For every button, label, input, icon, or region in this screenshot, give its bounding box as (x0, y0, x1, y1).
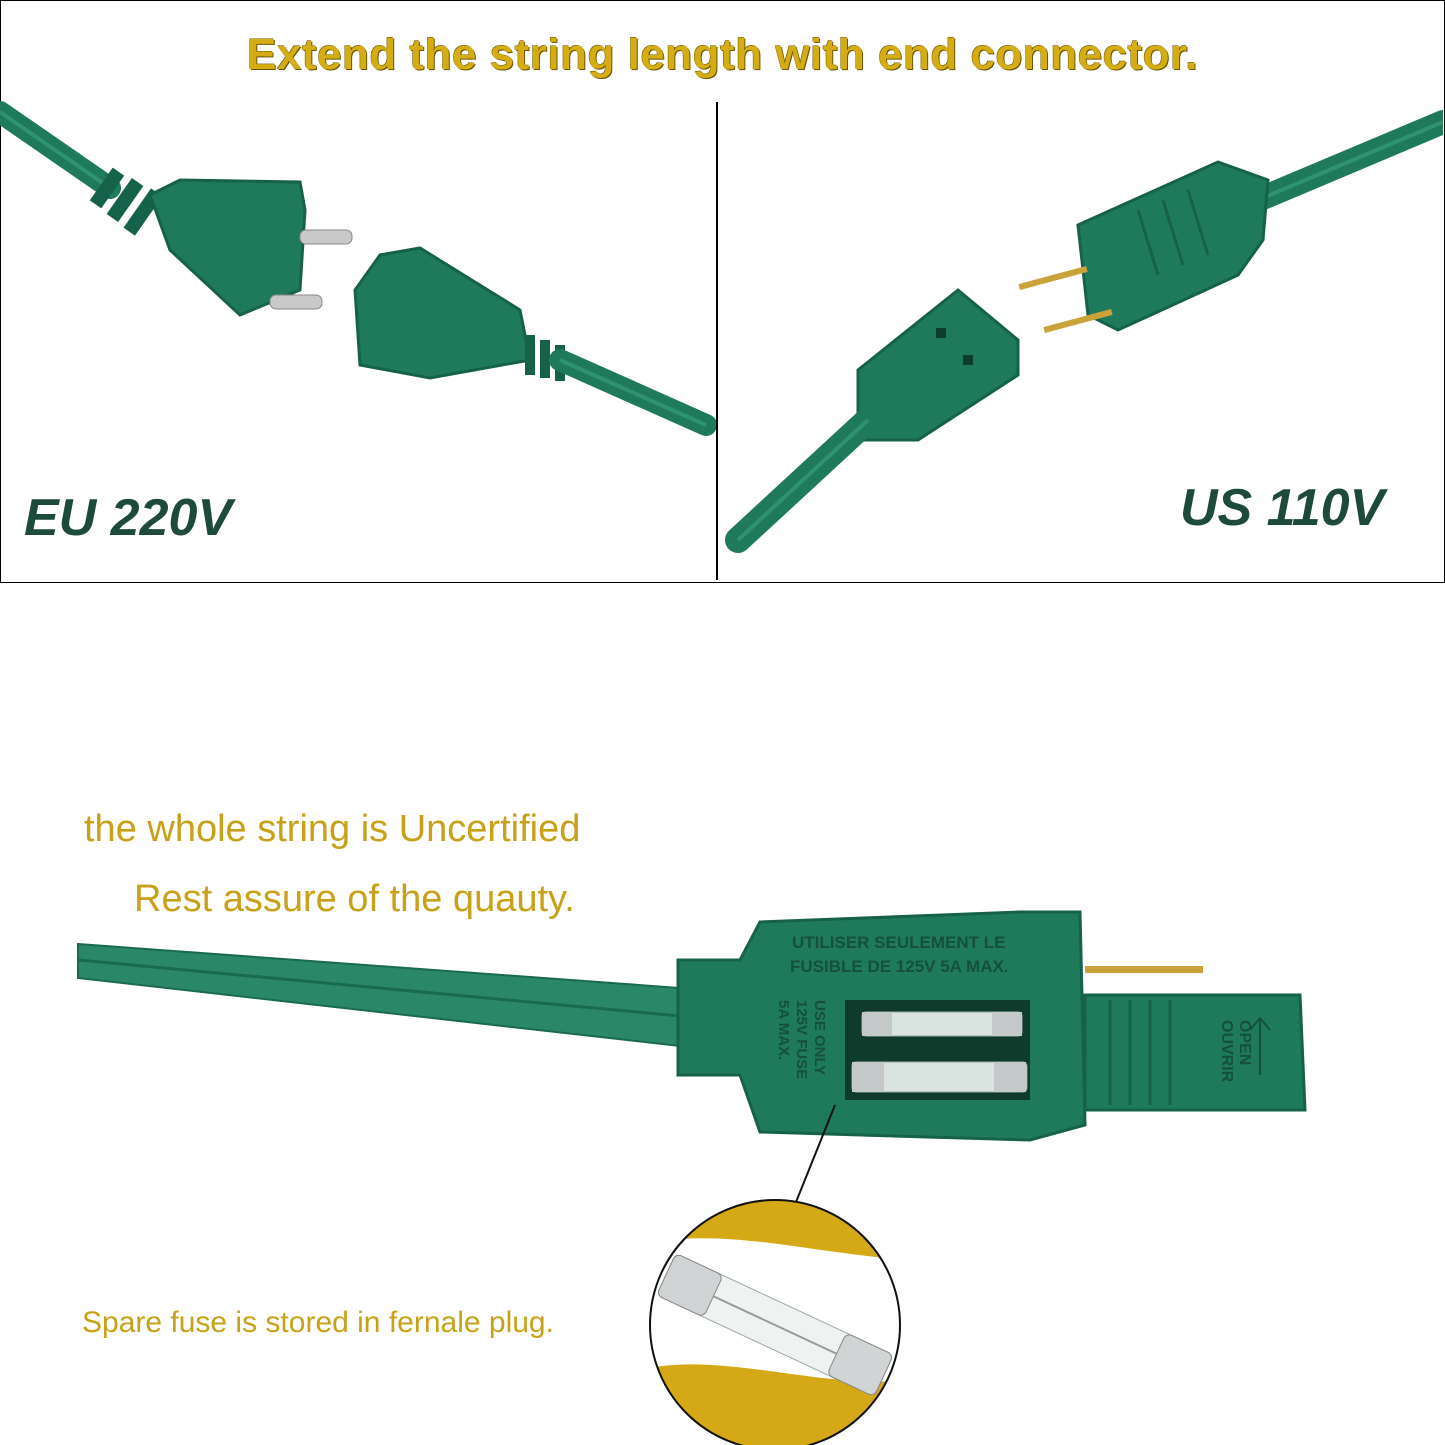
flat-cord (77, 942, 681, 1048)
fuse-bottom (851, 1061, 1028, 1093)
eu-pin-bottom (269, 294, 323, 310)
marking-fr-2: FUSIBLE DE 125V 5A MAX. (790, 957, 1009, 976)
panel-divider (716, 102, 718, 580)
pointer-line (791, 1104, 836, 1213)
eu-plug-illustration (0, 101, 716, 436)
spare-fuse-caption: Spare fuse is stored in fernale plug. (82, 1306, 554, 1339)
us-prong-top (1018, 266, 1088, 290)
us-male-plug-body (1076, 160, 1270, 332)
fuse-zoom-circle (650, 1200, 900, 1445)
us-plug-illustration (725, 110, 1443, 553)
page-title: Extend the string length with end connec… (247, 30, 1198, 79)
uncertified-caption: the whole string is Uncertified (84, 808, 581, 850)
eu-voltage-label: EU 220V (24, 489, 233, 547)
plug-prong (1085, 966, 1203, 973)
marking-en-1: USE ONLY (811, 1000, 828, 1075)
fuse-plug-illustration: UTILISER SEULEMENT LE FUSIBLE DE 125V 5A… (77, 910, 1307, 1445)
marking-en-3: 5A MAX. (775, 1000, 792, 1060)
us-voltage-label: US 110V (1180, 479, 1385, 537)
marking-open: OPEN (1236, 1020, 1253, 1065)
eu-male-plug-body (148, 178, 307, 317)
eu-pin-top (299, 229, 353, 245)
open-arrow-icon (1249, 1016, 1271, 1075)
marking-en-2: 125V FUSE (793, 1000, 810, 1079)
marking-fr-1: UTILISER SEULEMENT LE (792, 933, 1005, 952)
eu-female-socket (353, 246, 532, 380)
us-female-socket (856, 288, 1020, 442)
fuse-top (861, 1011, 1023, 1037)
fuse-cover-slider (1083, 993, 1307, 1112)
marking-ouvrir: OUVRIR (1218, 1020, 1235, 1083)
us-prong-bottom (1043, 309, 1113, 333)
quality-caption: Rest assure of the quauty. (134, 878, 575, 920)
